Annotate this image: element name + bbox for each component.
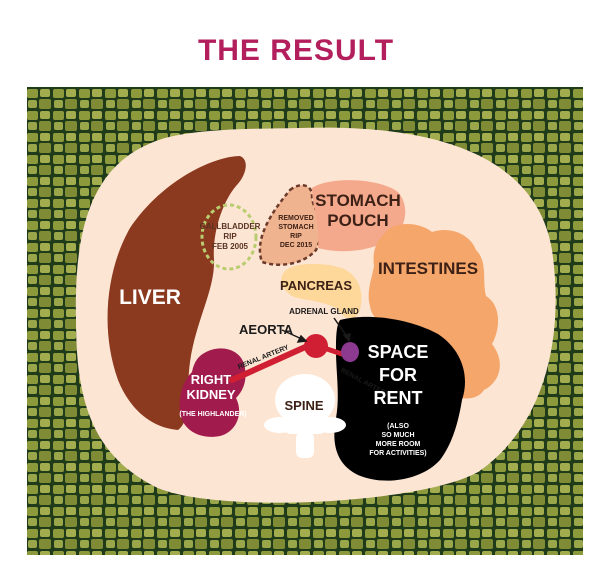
space-for-rent-label-line: FOR xyxy=(379,365,417,385)
space-for-rent-label: SPACE FOR RENT xyxy=(368,342,429,408)
pancreas-label: PANCREAS xyxy=(280,278,352,293)
liver-label: LIVER xyxy=(119,286,181,309)
left-renal-artery xyxy=(229,341,315,383)
liver-shape xyxy=(107,156,246,430)
stomach-pouch-label: STOMACH POUCH xyxy=(315,191,401,230)
adrenal-gland-shape xyxy=(341,342,359,362)
stomach-pouch-label-line: STOMACH xyxy=(315,191,401,210)
gallbladder-label-line: GALLBLADDER xyxy=(200,222,261,231)
stomach-pouch-label-line: POUCH xyxy=(327,211,388,230)
right-kidney-subtitle: (THE HIGHLANDER) xyxy=(179,411,246,418)
label-arrows xyxy=(281,317,351,343)
space-for-rent-label-line: RENT xyxy=(374,388,423,408)
aorta-label: AEORTA xyxy=(239,322,294,337)
removed-stomach-outline xyxy=(258,183,323,266)
adrenal-gland-label: ADRENAL GLAND xyxy=(289,307,359,316)
right-kidney-shape xyxy=(179,348,246,437)
space-for-rent-shape xyxy=(334,316,465,481)
space-for-rent-label-line: SPACE xyxy=(368,342,429,362)
gallbladder-label: GALLBLADDER RIP FEB 2005 xyxy=(200,222,261,251)
stomach-pouch-shape xyxy=(312,180,406,252)
removed-stomach-label-line: DEC 2015 xyxy=(280,242,312,249)
removed-stomach-label-line: STOMACH xyxy=(278,224,313,231)
page-title: THE RESULT xyxy=(198,34,394,67)
gallbladder-outline xyxy=(200,203,258,271)
right-kidney-label-line: KIDNEY xyxy=(186,387,235,402)
removed-stomach-label-line: RIP xyxy=(290,233,302,240)
removed-stomach-label: REMOVED STOMACH RIP DEC 2015 xyxy=(278,215,313,249)
gallbladder-label-line: FEB 2005 xyxy=(212,242,249,251)
intestines-shape xyxy=(368,224,500,399)
right-kidney-label-line: RIGHT xyxy=(191,372,232,387)
intestines-label: INTESTINES xyxy=(378,259,478,278)
space-note-line: MORE ROOM xyxy=(376,441,421,448)
space-note-line: SO MUCH xyxy=(381,432,414,439)
spine-label: SPINE xyxy=(284,398,323,413)
space-note-line: (ALSO xyxy=(387,423,409,430)
space-note-line: FOR ACTIVITIES) xyxy=(369,450,426,457)
aorta-shape xyxy=(304,334,328,358)
pancreas-shape xyxy=(281,263,362,319)
right-kidney-label: RIGHT KIDNEY (THE HIGHLANDER) xyxy=(179,372,246,418)
removed-stomach-label-line: REMOVED xyxy=(278,215,313,222)
space-note-label: (ALSO SO MUCH MORE ROOM FOR ACTIVITIES) xyxy=(369,423,426,457)
spine-shape xyxy=(264,374,346,458)
gallbladder-label-line: RIP xyxy=(223,232,237,241)
